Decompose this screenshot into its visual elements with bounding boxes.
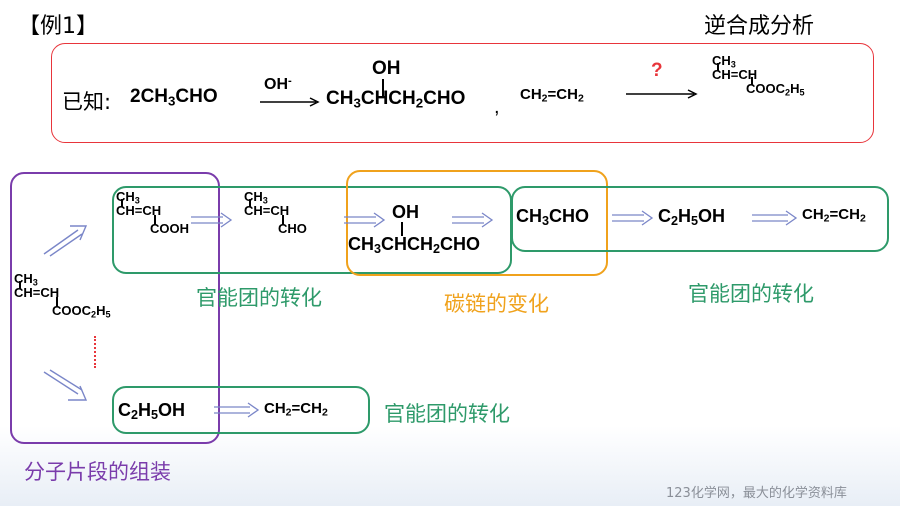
background-gradient <box>0 426 900 506</box>
acetaldehyde-structure: CH3CHO <box>516 206 590 229</box>
target-ester-structure: CH3 CH=CH COOC2H5 <box>14 271 111 320</box>
known-prefix: 已知: <box>62 90 112 114</box>
watermark-text: 123化学网，最大的化学资料库 <box>666 486 847 501</box>
separator-comma: , <box>494 96 500 118</box>
disconnection-arrow-down <box>40 368 90 404</box>
caption-fg-conversion-2: 官能团的转化 <box>688 282 814 306</box>
acid-structure: CH3 CH=CH COOH <box>116 189 189 236</box>
ethanol-structure-upper: C2H5OH <box>658 206 726 229</box>
caption-fg-conversion-3: 官能团的转化 <box>384 402 510 426</box>
caption-fragment-assembly: 分子片段的组装 <box>24 460 171 484</box>
ethylene-structure-upper: CH2=CH2 <box>802 206 866 225</box>
catalyst-hydroxide: OH- <box>264 74 292 93</box>
ethylene-structure-lower: CH2=CH2 <box>264 400 328 419</box>
hollow-arrow-5 <box>752 210 798 226</box>
fg-conversion-box-3 <box>112 386 370 434</box>
reaction-arrow-1 <box>260 96 322 108</box>
caption-fg-conversion-1: 官能团的转化 <box>196 286 322 310</box>
reaction-arrow-2 <box>626 88 700 100</box>
target-structure: CH3 CH=CH COOC2H5 <box>712 53 805 98</box>
hollow-arrow-3 <box>452 212 494 228</box>
unsaturated-aldehyde-structure: CH3 CH=CH CHO <box>244 189 307 236</box>
caption-carbon-chain: 碳链的变化 <box>444 292 549 316</box>
aldol-hydroxyl: OH <box>392 202 419 222</box>
known-reaction-box <box>51 43 874 143</box>
bond-cut-dotted <box>94 336 96 368</box>
hollow-arrow-2 <box>344 212 386 228</box>
product-hydroxyl: OH <box>372 58 401 79</box>
reactant-acetaldehyde: 2CH3CHO <box>130 86 218 109</box>
unknown-question-mark: ? <box>651 60 663 81</box>
aldol-bond <box>401 222 403 236</box>
fragment-assembly-box <box>10 172 220 444</box>
product-aldol: CH3CHCH2CHO <box>326 88 466 111</box>
product-bond <box>382 79 384 97</box>
hollow-arrow-1 <box>191 212 233 228</box>
example-label: 【例1】 <box>18 14 98 39</box>
known-ethylene: CH2=CH2 <box>520 86 584 105</box>
disconnection-arrow-up <box>40 222 90 258</box>
topic-title: 逆合成分析 <box>704 14 815 39</box>
fg-conversion-box-2 <box>511 186 889 252</box>
hollow-arrow-6 <box>214 402 260 418</box>
ethanol-structure-lower: C2H5OH <box>118 400 186 423</box>
aldol-structure: CH3CHCH2CHO <box>348 234 481 257</box>
hollow-arrow-4 <box>612 210 654 226</box>
